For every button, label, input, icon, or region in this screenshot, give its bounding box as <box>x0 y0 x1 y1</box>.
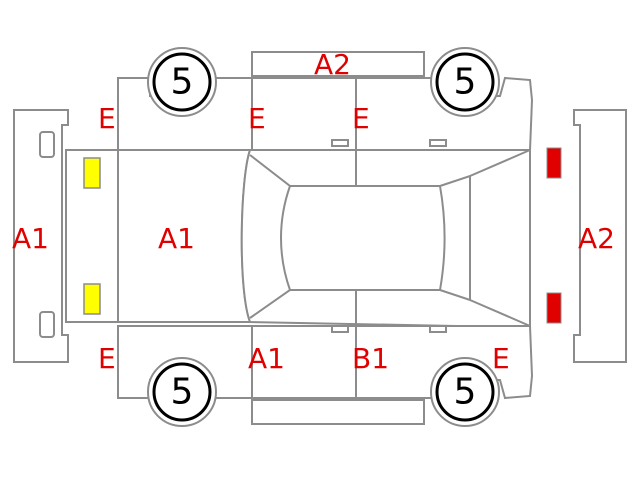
rear-bumper <box>573 109 627 363</box>
label-front-left-fender-bottom: E <box>98 342 116 375</box>
label-front-door-bottom: A1 <box>248 342 285 375</box>
label-front-left-fender-top: E <box>98 102 116 135</box>
label-hood: A1 <box>158 222 195 255</box>
label-rear-door-bottom: B1 <box>352 342 389 375</box>
label-front-bumper: A1 <box>12 222 49 255</box>
bottom-side-sill <box>251 399 425 425</box>
wheel-front-top-number: 5 <box>171 62 194 103</box>
wheel-rear-bottom: 5 <box>430 357 500 427</box>
wheel-rear-top: 5 <box>430 47 500 117</box>
label-front-left-door-top: E <box>248 102 266 135</box>
label-rear-fender-bottom: E <box>492 342 510 375</box>
taillight-bottom <box>546 292 562 324</box>
label-roof-top: A2 <box>314 48 351 81</box>
headlight-left <box>83 157 101 189</box>
label-rear-left-door-top: E <box>352 102 370 135</box>
headlight-right <box>83 283 101 315</box>
front-bumper <box>13 109 69 363</box>
wheel-rear-top-number: 5 <box>454 62 477 103</box>
taillight-top <box>546 147 562 179</box>
wheel-rear-bottom-number: 5 <box>454 372 477 413</box>
wheel-front-top: 5 <box>147 47 217 117</box>
label-rear-bumper: A2 <box>578 222 615 255</box>
car-body-top-view <box>65 149 531 327</box>
wheel-front-bottom-number: 5 <box>171 372 194 413</box>
top-side-sill <box>251 51 425 77</box>
wheel-front-bottom: 5 <box>147 357 217 427</box>
